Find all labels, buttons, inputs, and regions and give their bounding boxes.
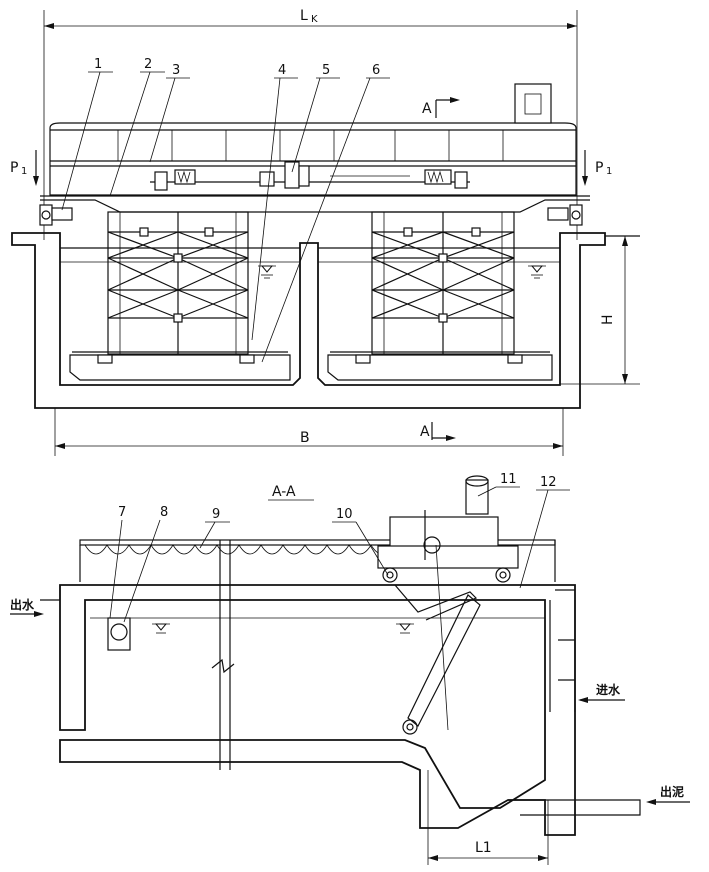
section-tank <box>40 584 641 836</box>
part-number-11: 11 <box>500 472 517 487</box>
load-label-left: P <box>10 160 18 176</box>
load-label-left-sub: 1 <box>21 166 27 177</box>
load-label-right-sub: 1 <box>606 166 612 177</box>
bridge-frame <box>49 83 577 196</box>
break-line-icon <box>211 658 235 674</box>
truss-left <box>107 211 249 355</box>
arrow-down-icon <box>582 176 588 186</box>
dimension-label-lk-sub: K <box>311 14 318 25</box>
dimension-b: B <box>54 408 564 456</box>
part-number-6: 6 <box>372 63 380 78</box>
part-number-3: 3 <box>172 63 180 78</box>
dimension-h: H <box>560 235 640 385</box>
label-inlet-water: 进水 <box>596 682 621 697</box>
dimension-label-l1: L1 <box>475 840 492 856</box>
section-marker-bottom: A <box>420 422 456 441</box>
dimension-lk: L K <box>43 8 578 240</box>
dimension-label-h: H <box>600 314 616 325</box>
arrow-left-icon <box>578 697 588 703</box>
section-marker-bottom-label: A <box>420 424 430 440</box>
dimension-label-lk: L <box>300 8 308 24</box>
part-number-2: 2 <box>144 57 152 72</box>
label-outlet-water: 出水 <box>10 597 35 612</box>
outlet-trough <box>107 519 161 651</box>
flow-inlet: 进水 <box>578 682 625 703</box>
carriage <box>377 475 519 583</box>
part-number-5: 5 <box>322 63 330 78</box>
water-level-icon <box>528 265 546 279</box>
flow-sludge: 出泥 <box>646 784 690 805</box>
front-elevation: L K <box>10 8 640 456</box>
arrow-right-icon <box>34 611 44 617</box>
water-level-icon <box>396 623 414 634</box>
label-sludge-out: 出泥 <box>660 784 684 799</box>
dimension-label-b: B <box>300 430 310 446</box>
tank-structure <box>11 232 640 409</box>
flow-outlet: 出水 <box>10 597 44 617</box>
bridge-bottom-beam <box>40 199 590 213</box>
truss-right <box>371 211 515 355</box>
section-view: A-A <box>10 472 690 865</box>
section-marker-top: A <box>422 97 460 118</box>
water-level-icon <box>152 623 170 634</box>
suction-pipe <box>211 540 235 770</box>
dimension-l1: L1 <box>427 770 549 865</box>
arrow-left-icon <box>646 799 656 805</box>
leaders-section <box>199 486 570 589</box>
drive-mechanism <box>150 161 470 191</box>
load-p1-right: P 1 <box>582 150 612 186</box>
end-wheel-left <box>39 204 73 226</box>
end-wheel-right <box>547 204 583 226</box>
part-number-10: 10 <box>336 507 353 522</box>
section-marker-top-label: A <box>422 101 432 117</box>
part-number-9: 9 <box>212 507 220 522</box>
part-number-1: 1 <box>94 57 102 72</box>
leaders-top <box>61 71 390 363</box>
part-number-8: 8 <box>160 505 168 520</box>
water-level-icon <box>258 265 276 279</box>
part-number-12: 12 <box>540 475 557 490</box>
section-title: A-A <box>272 484 296 500</box>
control-cabinet <box>514 83 552 124</box>
part-number-4: 4 <box>278 63 286 78</box>
load-label-right: P <box>595 160 603 176</box>
load-p1-left: P 1 <box>10 150 39 186</box>
scraper-arm <box>394 544 481 735</box>
arrow-down-icon <box>33 176 39 186</box>
part-number-7: 7 <box>118 505 126 520</box>
